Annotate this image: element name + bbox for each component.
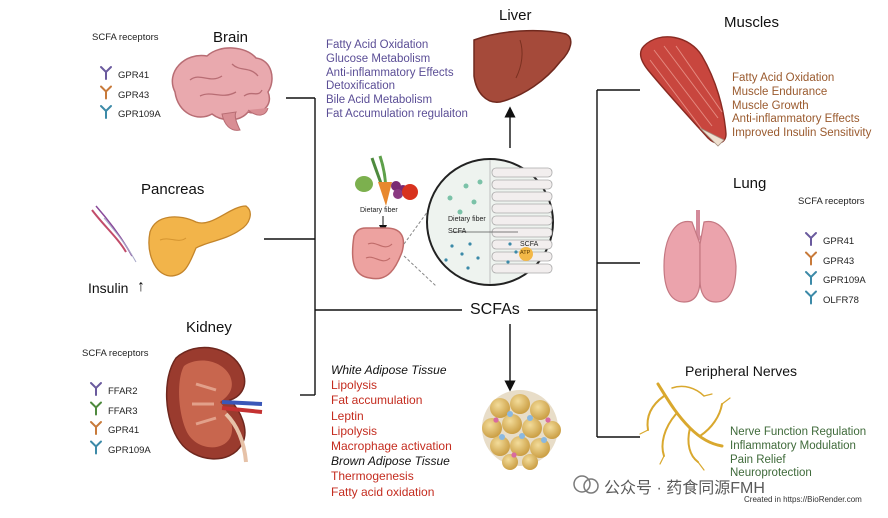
kidney-receptor-4-icon [90,440,102,455]
white-adipose-heading: White Adipose Tissue [331,363,447,377]
brain-receptor-list: GPR41 GPR43 GPR109A [118,66,161,125]
lung-receptor-list: GPR41 GPR43 GPR109A OLFR78 [823,232,866,310]
biorender-credit: Created in https://BioRender.com [744,495,862,504]
liver-effect-3: Anti-inflammatory Effects [326,66,454,79]
kidney-receptor-1: FFAR2 [108,386,138,397]
produce-icon [355,155,418,206]
inset-scfa-right-label: SCFA [520,241,539,248]
kidney-receptor-3-icon [90,421,102,435]
brain-receptor-2: GPR43 [118,89,150,101]
kidney-title: Kidney [186,319,232,336]
nerve-icon [639,382,731,471]
liver-icon [473,29,572,103]
brain-receptor-3-icon [100,105,112,119]
lung-title: Lung [733,175,767,192]
white-adipose-effect-4: Lipolysis [331,423,378,438]
watermark-text: 公众号 · 药食同源FMH [604,480,765,497]
lung-receptor-4-icon [805,290,817,305]
nerves-title: Peripheral Nerves [685,363,798,379]
white-adipose-effect-3: Leptin [331,408,364,423]
liver-effect-1: Fatty Acid Oxidation [326,39,429,51]
liver-effect-5: Bile Acid Metabolism [326,94,433,107]
muscle-effect-3: Muscle Growth [732,99,809,112]
liver-title: Liver [499,7,532,24]
kidney-receptor-3: GPR41 [108,425,140,436]
liver-effect-2: Glucose Metabolism [326,52,431,65]
liver-effect-4: Detoxification [326,80,396,93]
lung-receptor-2: GPR43 [823,255,855,267]
muscles-title: Muscles [724,14,780,31]
liver-effect-6: Fat Accumulation regulaiton [326,107,468,120]
lung-receptor-1-icon [805,232,817,246]
lung-receptor-3: GPR109A [823,275,866,286]
nerve-effect-1: Nerve Function Regulation [730,426,867,438]
nerve-effect-3: Pain Relief [730,453,786,466]
kidney-receptor-4: GPR109A [108,444,151,456]
lung-icon [663,210,737,303]
pancreas-icon [148,205,251,277]
scfa-center-label: SCFAs [470,301,520,318]
lung-receptor-4: OLFR78 [823,294,859,306]
muscle-effect-1: Fatty Acid Oxidation [732,72,835,84]
receptor-icons [90,66,817,455]
adipose-effects-list: White Adipose Tissue Lipolysis Fat accum… [331,363,452,500]
nerve-effect-2: Inflammatory Modulation [730,439,856,452]
brown-adipose-heading: Brown Adipose Tissue [331,454,450,469]
muscle-icon [639,36,727,147]
brain-icon [171,47,273,131]
brain-title: Brain [213,29,249,46]
muscle-effect-5: Improved Insulin Sensitivity [732,127,872,140]
nerve-effect-4: Neuroprotection [730,467,812,480]
insulin-increase-arrow: ↑ [137,278,145,295]
brain-receptor-1-icon [100,66,112,80]
inset-scfa-label: SCFA [448,228,467,235]
lung-receptor-2-icon [805,251,817,266]
kidney-icon [166,346,263,463]
white-adipose-effect-1: Lipolysis [331,378,378,393]
insulin-syringe-icon [91,205,137,263]
kidney-receptors-heading: SCFA receptors [82,348,149,359]
inset-dietary-fiber-label: Dietary fiber [448,216,486,223]
lung-receptor-3-icon [805,271,817,285]
brain-receptor-1: GPR41 [118,70,150,81]
magnified-intestine-inset [426,158,554,286]
liver-effects-list: Fatty Acid Oxidation Glucose Metabolism … [326,39,468,122]
kidney-receptor-2-icon [90,401,102,416]
brain-receptor-3: GPR109A [118,109,161,120]
white-adipose-effect-5: Macrophage activation [331,439,452,454]
brain-receptor-2-icon [100,85,112,100]
insulin-label: Insulin [88,280,129,296]
brain-receptors-heading: SCFA receptors [92,32,159,43]
dietary-fiber-label: Dietary fiber [360,207,398,214]
adipose-tissue-icon [482,390,561,470]
lung-receptor-1: GPR41 [823,236,855,247]
connector-lines [264,89,640,438]
muscle-effects-list: Fatty Acid Oxidation Muscle Endurance Mu… [732,72,871,141]
pancreas-title: Pancreas [141,181,205,198]
inset-atp-label: ATP [520,250,531,256]
brown-adipose-effect-1: Thermogenesis [331,469,414,484]
muscle-effect-2: Muscle Endurance [732,85,828,98]
watermark-logo-icon [573,475,599,494]
nerve-effects-list: Nerve Function Regulation Inflammatory M… [730,426,866,481]
kidney-receptor-2: FFAR3 [108,405,138,417]
brown-adipose-effect-2: Fatty acid oxidation [331,484,435,499]
intestine-icon [351,227,405,280]
muscle-effect-4: Anti-inflammatory Effects [732,113,860,126]
kidney-receptor-list: FFAR2 FFAR3 GPR41 GPR109A [108,382,151,460]
lung-receptors-heading: SCFA receptors [798,196,865,207]
kidney-receptor-1-icon [90,382,102,396]
white-adipose-effect-2: Fat accumulation [331,393,423,408]
